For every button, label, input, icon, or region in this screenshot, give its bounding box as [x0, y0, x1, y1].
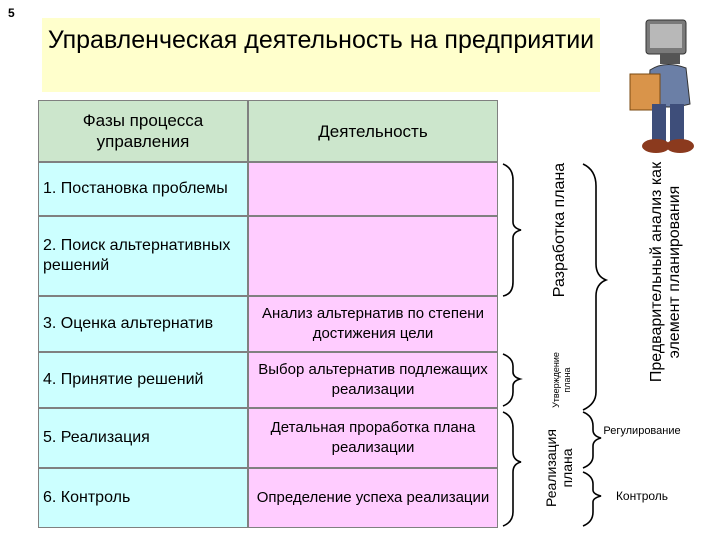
label-regulation: Регулирование: [603, 425, 681, 437]
activity-header: Деятельность: [248, 100, 498, 162]
phase-row-5: 5. Реализация: [38, 408, 248, 468]
activity-row-6: Определение успеха реализации: [248, 468, 498, 528]
bracket-regulation: [582, 411, 602, 469]
label-control: Контроль: [615, 489, 669, 503]
phase-row-4: 4. Принятие решений: [38, 352, 248, 408]
bracket-preliminary-analysis: [582, 163, 609, 411]
bracket-plan-implementation: [502, 411, 522, 527]
phase-row-1: 1. Постановка проблемы: [38, 162, 248, 216]
bracket-plan-development: [502, 163, 522, 297]
bracket-control: [582, 471, 602, 527]
bracket-plan-approval: [502, 353, 523, 407]
phase-row-2: 2. Поиск альтернативных решений: [38, 216, 248, 296]
activity-row-2: [248, 216, 498, 296]
activity-row-5: Детальная проработка плана реализации: [248, 408, 498, 468]
activity-row-3: Анализ альтернатив по степени достижения…: [248, 296, 498, 352]
page-title: Управленческая деятельность на предприят…: [47, 26, 595, 54]
phase-header: Фазы процесса управления: [38, 100, 248, 162]
activity-row-4: Выбор альтернатив подлежащих реализации: [248, 352, 498, 408]
phase-row-3: 3. Оценка альтернатив: [38, 296, 248, 352]
phase-row-6: 6. Контроль: [38, 468, 248, 528]
slide-number: 5: [8, 6, 15, 20]
activity-row-1: [248, 162, 498, 216]
title-banner: [42, 18, 600, 92]
